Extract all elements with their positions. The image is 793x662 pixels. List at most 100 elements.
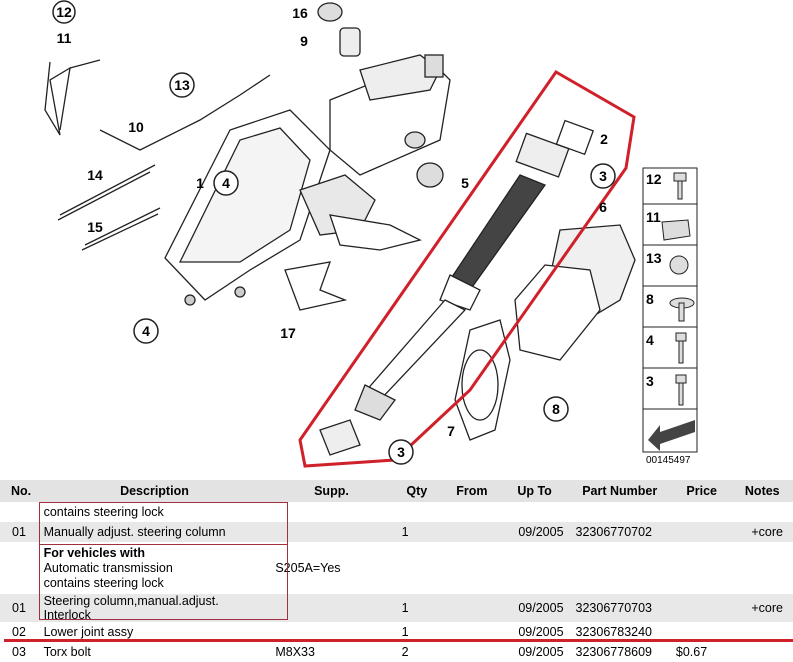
table-row[interactable]: contains steering lock [0, 502, 793, 522]
table-row[interactable]: 01 Manually adjust. steering column 1 09… [0, 522, 793, 542]
row-price [672, 542, 732, 594]
row-notes [732, 502, 793, 522]
col-up-to: Up To [501, 480, 568, 502]
legend-item-8: 8 [646, 291, 654, 307]
col-description: Description [37, 480, 272, 502]
row-no: 01 [0, 594, 38, 622]
row-qty: 1 [391, 594, 443, 622]
row-supp [271, 522, 392, 542]
svg-text:17: 17 [280, 325, 296, 341]
callout-15: 15 [87, 219, 103, 235]
row-notes: +core [731, 594, 793, 622]
callout-17: 17 [280, 325, 296, 341]
legend-item-12: 12 [646, 171, 662, 187]
row-qty [392, 542, 442, 594]
table-row[interactable]: 03 Torx bolt M8X33 2 09/2005 32306778609… [0, 642, 793, 662]
callout-5: 5 [461, 175, 469, 191]
svg-text:14: 14 [87, 167, 103, 183]
row-price [671, 522, 732, 542]
table-row[interactable]: 01 Steering column,manual.adjust. Interl… [0, 594, 793, 622]
row-price: $0.67 [675, 645, 708, 659]
parts-table: No. Description Supp. Qty From Up To Par… [0, 480, 793, 662]
row-description: contains steering lock [43, 505, 164, 519]
callout-11: 11 [57, 30, 72, 46]
col-notes: Notes [731, 480, 793, 502]
row-from [442, 522, 502, 542]
svg-text:4: 4 [142, 323, 150, 339]
svg-text:6: 6 [599, 199, 607, 215]
desc-line-2: Automatic transmission [43, 560, 173, 575]
callout-3b: 3 [388, 439, 414, 465]
svg-text:5: 5 [461, 175, 469, 191]
row-part-number [568, 542, 672, 594]
col-no: No. [0, 480, 38, 502]
row-no: 03 [12, 645, 26, 659]
steering-column-drawing [164, 2, 451, 311]
parts-diagram: 12 11 16 9 13 10 1 4 14 15 5 4 17 2 3 6 … [44, 0, 698, 468]
callout-3: 3 [590, 163, 616, 189]
callout-7: 7 [447, 423, 455, 439]
row-supp: M8X33 [275, 645, 315, 659]
row-supp [271, 594, 392, 622]
callout-14: 14 [87, 167, 103, 183]
svg-text:3: 3 [397, 444, 405, 460]
row-from [442, 542, 502, 594]
svg-text:11: 11 [57, 30, 72, 46]
callout-13: 13 [169, 72, 195, 98]
parts-table-container: No. Description Supp. Qty From Up To Par… [0, 480, 793, 662]
row-no [0, 502, 38, 522]
row-up-to [502, 542, 568, 594]
row-supp: S205A=Yes [275, 561, 341, 575]
svg-text:16: 16 [292, 5, 308, 21]
svg-text:15: 15 [87, 219, 103, 235]
row-part-number: 32306783240 [575, 625, 653, 639]
row-description: Manually adjust. steering column [37, 522, 272, 542]
arrow-icon [648, 420, 695, 451]
legend-item-11: 11 [646, 209, 661, 225]
row-qty [392, 502, 442, 522]
row-part-number: 32306770702 [567, 522, 672, 542]
callout-16: 16 [292, 5, 308, 21]
row-description: Torx bolt [43, 645, 91, 659]
svg-text:13: 13 [174, 77, 190, 93]
callout-group: 12 11 16 9 13 10 1 4 14 15 5 4 17 2 3 6 … [52, 0, 616, 465]
callout-12: 12 [52, 0, 76, 24]
row-qty: 1 [391, 522, 443, 542]
callout-10: 10 [128, 119, 144, 135]
table-row[interactable]: For vehicles with Automatic transmission… [0, 542, 793, 594]
svg-text:3: 3 [599, 168, 607, 184]
row-no: 01 [0, 522, 38, 542]
cable-drawing [44, 59, 271, 251]
row-part-number: 32306770703 [567, 594, 672, 622]
row-notes [732, 542, 793, 594]
col-from: From [442, 480, 502, 502]
row-up-to: 09/2005 [518, 645, 564, 659]
row-no [0, 542, 38, 594]
row-no: 02 [12, 625, 26, 639]
row-notes [732, 642, 793, 662]
svg-text:4: 4 [222, 175, 230, 191]
legend-item-3: 3 [646, 373, 654, 389]
svg-text:12: 12 [56, 4, 72, 20]
row-part-number [568, 502, 672, 522]
fastener-legend: 12 11 13 8 4 3 00145497 [642, 167, 698, 466]
table-row[interactable]: 02 Lower joint assy 1 09/2005 3230678324… [0, 622, 793, 642]
row-part-number: 32306778609 [575, 645, 653, 659]
svg-text:10: 10 [128, 119, 144, 135]
row-qty: 1 [401, 625, 409, 639]
svg-text:7: 7 [447, 423, 455, 439]
callout-9: 9 [300, 33, 308, 49]
row-from [442, 594, 502, 622]
callout-1: 1 [196, 175, 204, 191]
col-qty: Qty [391, 480, 443, 502]
callout-6: 6 [599, 199, 607, 215]
row-up-to [502, 502, 568, 522]
desc-line-3: contains steering lock [43, 575, 164, 590]
row-description: Lower joint assy [43, 625, 134, 639]
row-notes: +core [731, 522, 793, 542]
highlight-outline [298, 70, 636, 468]
row-from [442, 642, 502, 662]
row-price [672, 502, 732, 522]
row-supp [271, 502, 391, 522]
table-header-row: No. Description Supp. Qty From Up To Par… [0, 480, 793, 502]
